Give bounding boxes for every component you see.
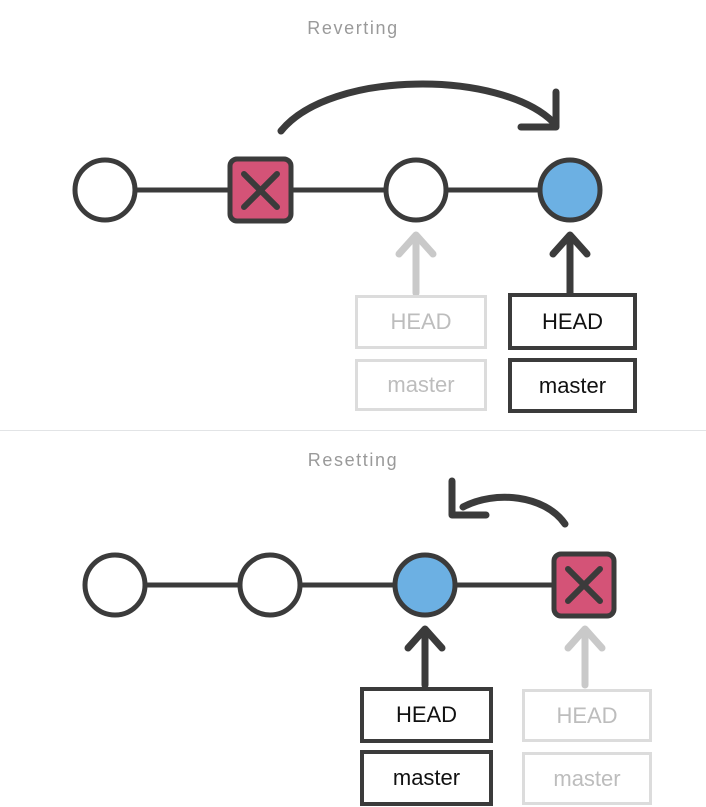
up-arrow-faded bbox=[564, 625, 606, 689]
commit-node-3-current bbox=[537, 157, 603, 223]
commit-node-2 bbox=[383, 157, 449, 223]
revert-arc-arrow-icon bbox=[277, 80, 560, 135]
panel-resetting: Resetting bbox=[0, 432, 706, 807]
ref-box-head-faded[interactable]: HEAD bbox=[522, 689, 652, 742]
ref-box-label: master bbox=[538, 372, 607, 398]
ref-box-label: HEAD bbox=[541, 308, 604, 334]
panel-reverting: Reverting bbox=[72, 18, 637, 413]
ref-box-master-active[interactable]: master bbox=[360, 750, 493, 806]
reverting-commit-graph bbox=[72, 80, 603, 297]
ref-box-master-faded[interactable]: master bbox=[355, 359, 487, 411]
ref-box-label: HEAD bbox=[390, 309, 452, 334]
up-arrow-active bbox=[549, 231, 591, 297]
x-mark-icon bbox=[241, 171, 280, 210]
ref-box-head-faded[interactable]: HEAD bbox=[355, 295, 487, 349]
resetting-commit-graph bbox=[82, 477, 617, 689]
reset-arc-arrow-icon bbox=[448, 477, 569, 528]
ref-box-head-active[interactable]: HEAD bbox=[508, 293, 637, 350]
up-arrow-faded bbox=[395, 231, 437, 297]
ref-box-head-active[interactable]: HEAD bbox=[360, 687, 493, 743]
commit-node-0 bbox=[82, 552, 148, 618]
panel-title-reverting: Reverting bbox=[307, 18, 399, 38]
panel-title-resetting: Resetting bbox=[307, 450, 399, 470]
x-mark-icon bbox=[565, 566, 603, 604]
commit-node-0 bbox=[72, 157, 138, 223]
ref-box-label: master bbox=[553, 765, 621, 791]
commit-node-1 bbox=[237, 552, 303, 618]
up-arrow-active bbox=[404, 625, 446, 689]
ref-box-label: HEAD bbox=[395, 702, 458, 727]
ref-box-master-faded[interactable]: master bbox=[522, 752, 652, 805]
commit-node-2-current bbox=[392, 552, 458, 618]
ref-box-label: HEAD bbox=[556, 702, 618, 728]
ref-box-master-active[interactable]: master bbox=[508, 358, 637, 413]
ref-box-label: master bbox=[387, 372, 455, 397]
panel-divider bbox=[0, 430, 706, 431]
ref-box-label: master bbox=[392, 765, 461, 790]
